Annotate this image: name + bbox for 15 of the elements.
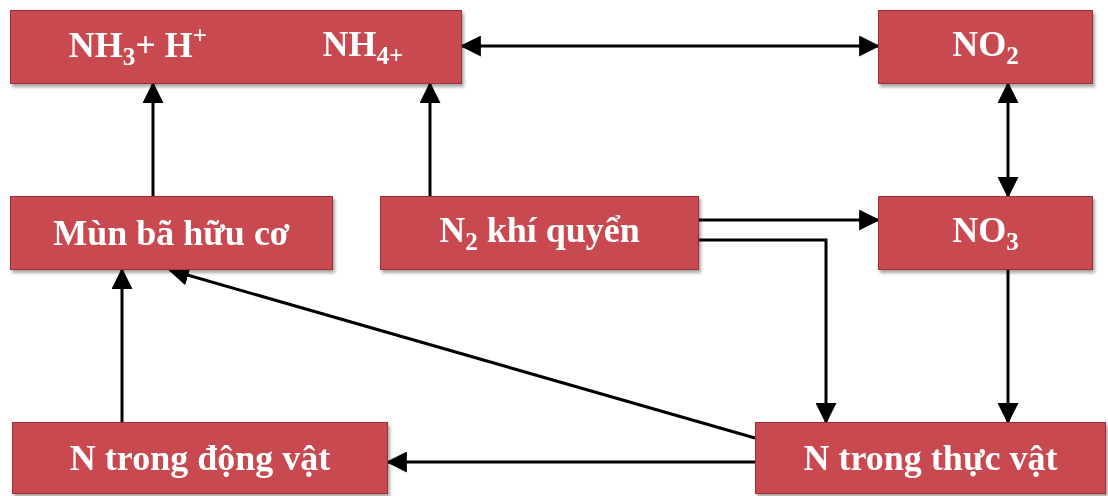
box-label: NH$_{4+}$ (322, 23, 404, 71)
process-box (878, 196, 1093, 270)
box-label: NO$_{2}$ (952, 23, 1019, 71)
box-label: N trong động vật (69, 437, 331, 479)
process-box (380, 196, 699, 270)
process-box (12, 422, 388, 494)
process-box (10, 196, 333, 270)
process-box (755, 422, 1106, 494)
box-label: N trong thực vật (803, 437, 1058, 479)
process-box (878, 10, 1093, 84)
process-box (10, 10, 462, 84)
box-label: NO$_{3}$ (952, 209, 1019, 257)
box-label: NH$_{3}$+ H$^{+}$ (68, 22, 208, 72)
box-label: N$_{2}$ khí quyển (439, 209, 640, 257)
box-label: Mùn bã hữu cơ (53, 212, 290, 254)
